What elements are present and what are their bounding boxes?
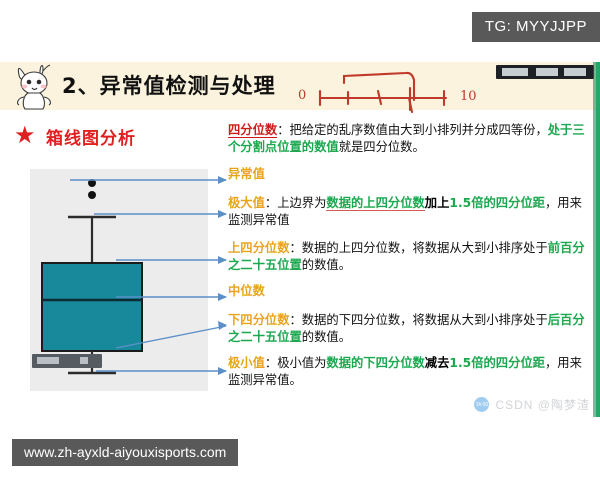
handwriting-label-right: 10 xyxy=(460,89,477,104)
annotation-q3-t1: 前百分之二十五位置 xyxy=(228,241,585,272)
annotation-min: 极小值：极小值为数据的下四分位数减去1.5倍的四分位距，用来监测异常值。 xyxy=(228,355,593,389)
quartile-term: 四分位数 xyxy=(228,123,278,138)
slide: 2、异常值检测与处理 0 10 xyxy=(0,62,600,417)
section-heading: ★ 箱线图分析 xyxy=(14,121,136,149)
annotation-q3: 上四分位数：数据的上四分位数，将数据从大到小排序处于前百分之二十五位置的数值。 xyxy=(228,240,593,274)
csdn-watermark: 1h:00 CSDN @陶梦渣 xyxy=(474,396,590,413)
video-toolbar-chip[interactable] xyxy=(496,65,594,79)
mascot-rabbit-icon xyxy=(10,63,68,111)
annotation-max: 极大值：上边界为数据的上四分位数加上1.5倍的四分位距，用来监测异常值 xyxy=(228,195,593,229)
section-heading-label: 箱线图分析 xyxy=(46,129,136,149)
quartile-definition: 四分位数：把给定的乱序数值由大到小排列并分成四等份，处于三个分割点位置的数值就是… xyxy=(228,122,593,156)
player-overlay-chip[interactable] xyxy=(32,354,102,368)
boxplot-figure xyxy=(30,169,208,391)
annotation-max-t1: 数据的上四分位数 xyxy=(326,196,425,211)
annotation-max-t2: 加上 xyxy=(424,196,450,210)
annotation-max-t4: ，用来监测异常值 xyxy=(228,196,582,227)
annotation-label-median: 中位数 xyxy=(228,284,265,298)
annotation-text-column: 四分位数：把给定的乱序数值由大到小排列并分成四等份，处于三个分割点位置的数值就是… xyxy=(228,122,593,394)
annotation-label-q1: 下四分位数 xyxy=(228,313,290,327)
annotation-min-t1: 数据的下四分位数 xyxy=(326,356,425,370)
annotation-q3-t0: ：数据的上四分位数，将数据从大到小排序处于 xyxy=(289,241,548,255)
handwriting-label-left: 0 xyxy=(298,88,307,103)
watermark-badge: 1h:00 xyxy=(474,397,490,412)
annotation-label-min: 极小值 xyxy=(228,356,265,370)
slide-right-edge-shadow xyxy=(593,62,596,417)
slide-right-edge xyxy=(596,62,600,417)
annotation-label-q3: 上四分位数 xyxy=(228,241,290,255)
annotation-q1: 下四分位数：数据的下四分位数，将数据从大到小排序处于后百分之二十五位置的数值。 xyxy=(228,312,593,346)
annotation-outlier: 异常值 xyxy=(228,166,593,183)
quartile-text-a: ：把给定的乱序数值由大到小排列并分成四等份， xyxy=(277,123,548,137)
page-title: 2、异常值检测与处理 xyxy=(62,74,276,98)
annotation-min-t3: 1.5倍的四分位距 xyxy=(449,356,545,370)
outlier-point xyxy=(88,179,96,187)
star-icon: ★ xyxy=(14,121,36,149)
watermark-text: CSDN @陶梦渣 xyxy=(495,398,590,412)
quartile-highlight: 处于三个分割点位置的数值 xyxy=(228,123,585,154)
annotation-q1-t1: 后百分之二十五位置 xyxy=(228,313,585,344)
annotation-label-max: 极大值 xyxy=(228,196,265,210)
annotation-q1-t0: ：数据的下四分位数，将数据从大到小排序处于 xyxy=(289,313,548,327)
annotation-min-t2: 减去 xyxy=(424,356,450,370)
annotation-q3-t2: 的数值。 xyxy=(301,258,351,272)
handwritten-number-line: 0 10 xyxy=(278,62,508,114)
annotation-label-outlier: 异常值 xyxy=(228,167,265,181)
annotation-min-t4: ，用来监测异常值。 xyxy=(228,356,582,387)
quartile-text-b: 就是四分位数。 xyxy=(338,140,425,154)
outlier-point xyxy=(88,191,96,199)
annotation-median: 中位数 xyxy=(228,283,593,300)
tg-tag: TG: MYYJJPP xyxy=(471,12,600,42)
footer-url: www.zh-ayxld-aiyouxisports.com xyxy=(12,439,239,466)
annotation-min-t0: ：极小值为 xyxy=(264,356,327,370)
bottom-band xyxy=(0,474,600,480)
annotation-max-t3: 1.5倍的四分位距 xyxy=(449,196,545,210)
annotation-max-t0: ：上边界为 xyxy=(264,196,327,210)
annotation-q1-t2: 的数值。 xyxy=(301,330,351,344)
